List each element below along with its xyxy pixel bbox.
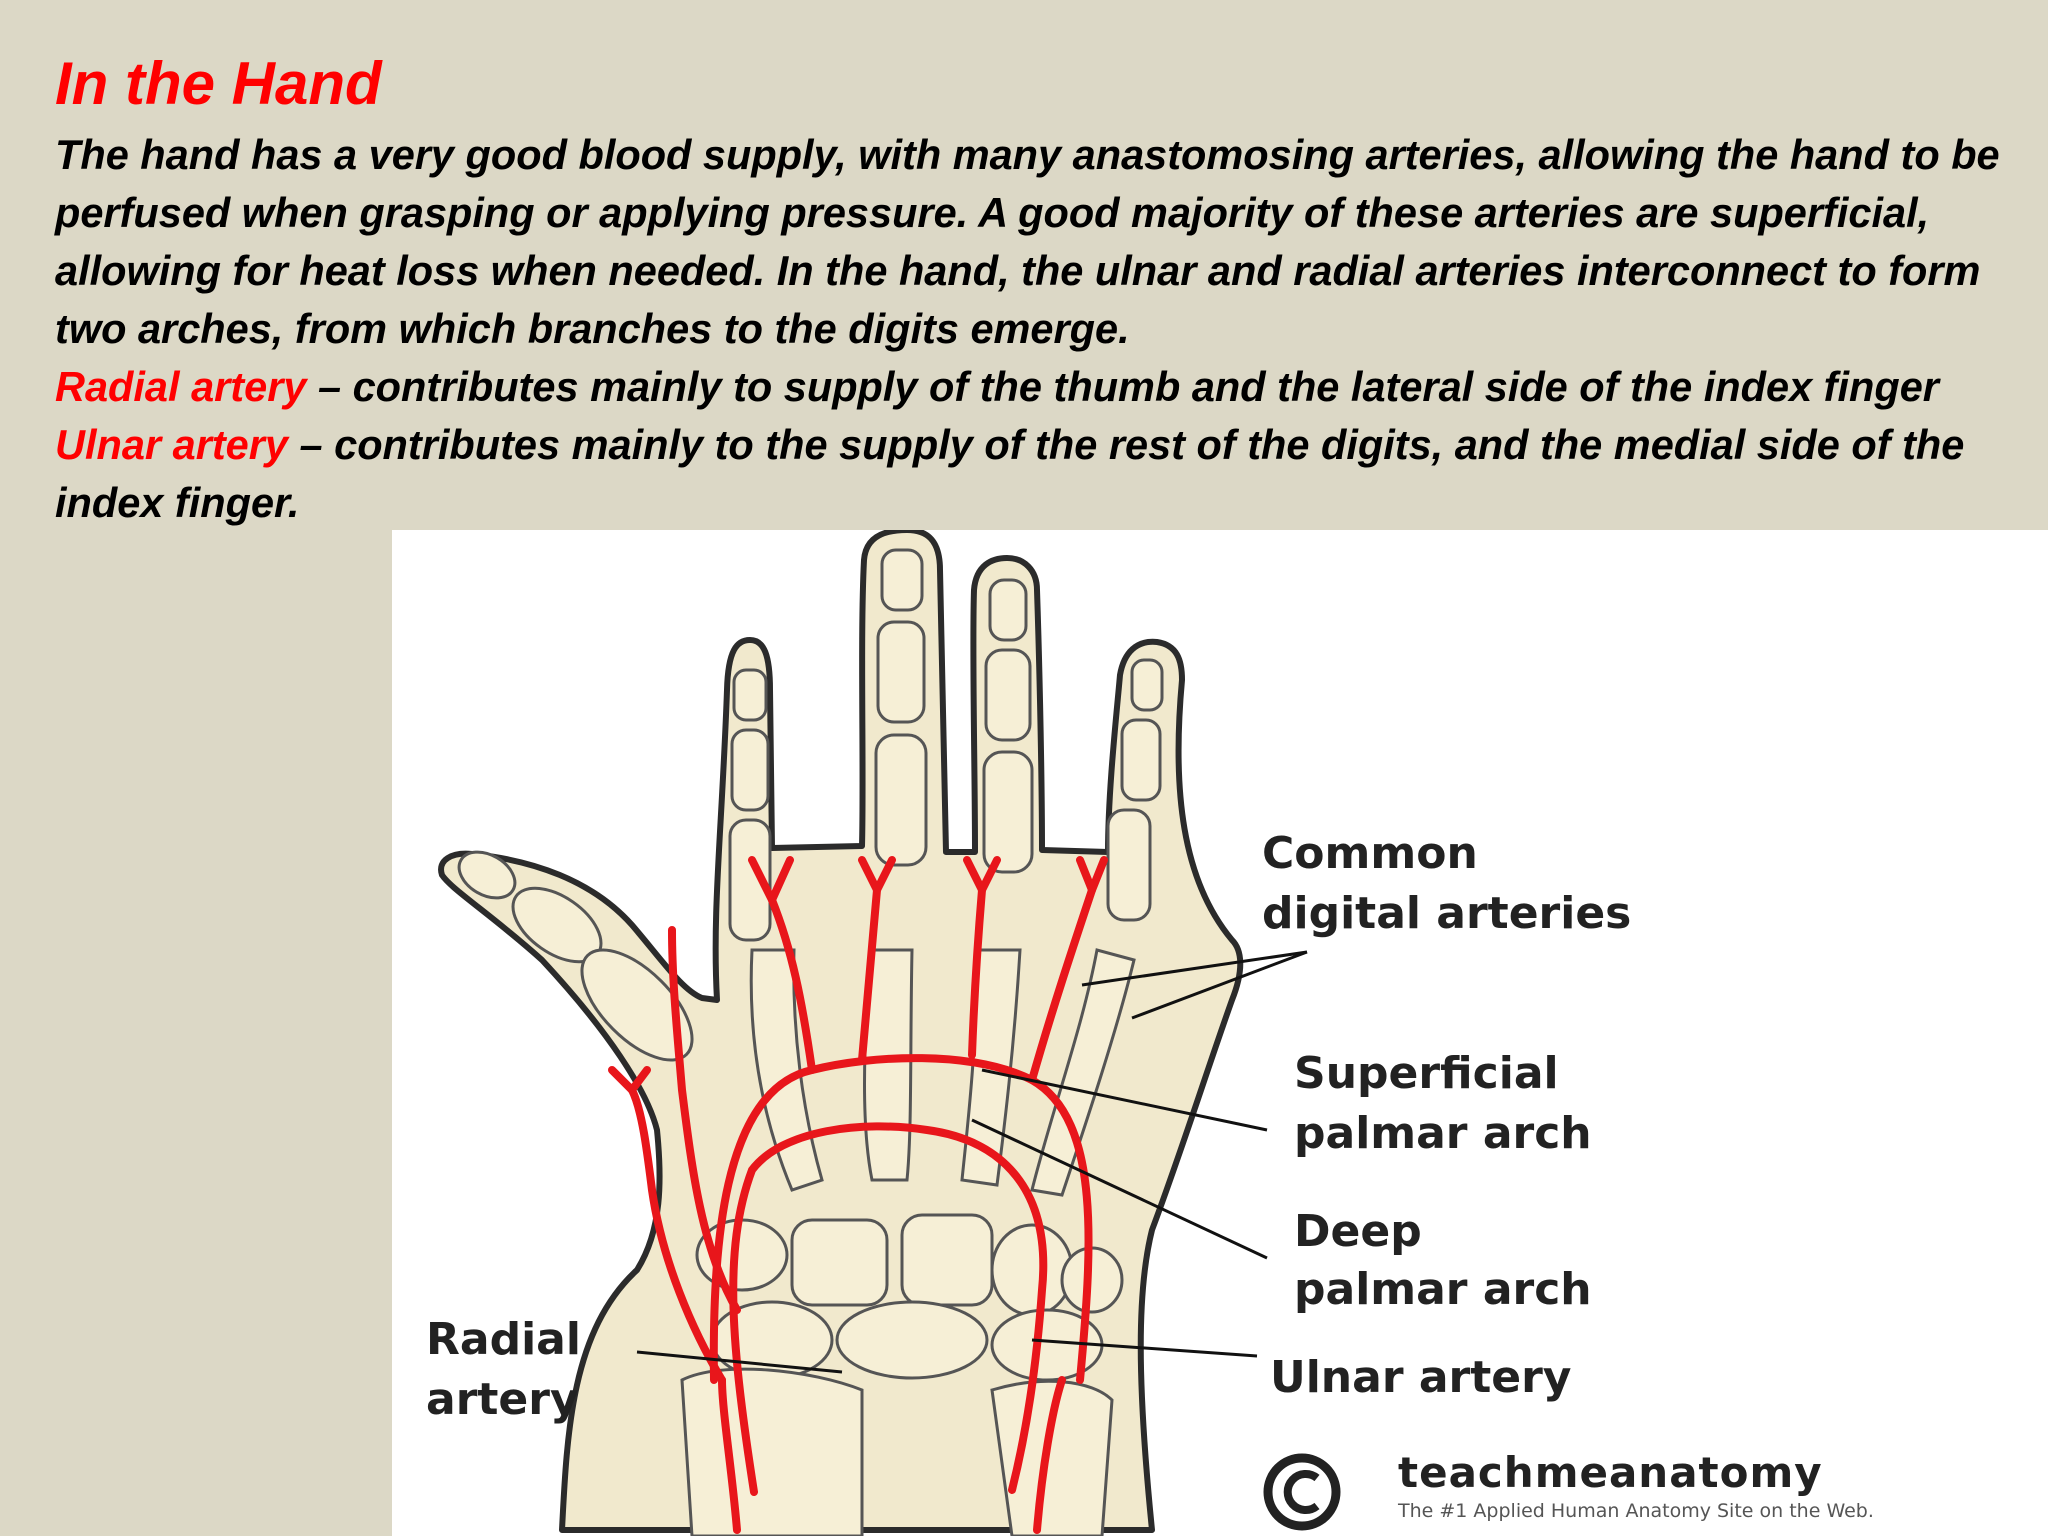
watermark-tagline: The #1 Applied Human Anatomy Site on the… [1398, 1500, 1874, 1522]
hand-diagram [438, 530, 1341, 1536]
hand-arteries-figure: Common digital arteries Superficial palm… [392, 530, 2048, 1536]
label-deep: Deep [1294, 1206, 1422, 1257]
label-ulnar-artery: Ulnar artery [1270, 1352, 1572, 1403]
leader-common-digital-1 [1081, 950, 1308, 987]
label-deep-palmar-arch: palmar arch [1294, 1264, 1592, 1315]
leader-deep-arch [971, 1118, 1268, 1260]
label-superficial: Superficial [1294, 1048, 1559, 1099]
radial-artery-point: Radial artery – contributes mainly to su… [55, 358, 2015, 416]
radial-artery-description: – contributes mainly to supply of the th… [306, 363, 1939, 410]
superficial-palmar-arch [709, 1054, 1093, 1384]
copyright-icon [1263, 1453, 1341, 1531]
leader-radial-artery [636, 1350, 843, 1374]
slide-title: In the Hand [55, 50, 382, 117]
leader-superficial-arch [981, 1068, 1268, 1132]
ulnar-artery-description: – contributes mainly to the supply of th… [55, 421, 1965, 526]
label-radial-artery: artery [426, 1374, 579, 1425]
leader-common-digital-2 [1131, 950, 1308, 1020]
slide-body: The hand has a very good blood supply, w… [55, 126, 2015, 532]
watermark-brand: teachmeanatomy [1398, 1448, 1823, 1497]
label-common: Common [1262, 828, 1478, 879]
ulnar-artery-term: Ulnar artery [55, 421, 288, 468]
label-superficial-palmar-arch: palmar arch [1294, 1108, 1592, 1159]
ulnar-artery-point: Ulnar artery – contributes mainly to the… [55, 416, 2015, 532]
radial-artery-term: Radial artery [55, 363, 307, 410]
radial-artery-path [718, 1376, 741, 1534]
label-radial: Radial [426, 1314, 581, 1365]
label-digital-arteries: digital arteries [1262, 888, 1632, 939]
deep-palmar-arch [729, 1122, 1048, 1496]
intro-paragraph: The hand has a very good blood supply, w… [55, 131, 2000, 352]
ulnar-artery-path [1033, 1376, 1066, 1534]
leader-ulnar-artery [1031, 1338, 1258, 1358]
